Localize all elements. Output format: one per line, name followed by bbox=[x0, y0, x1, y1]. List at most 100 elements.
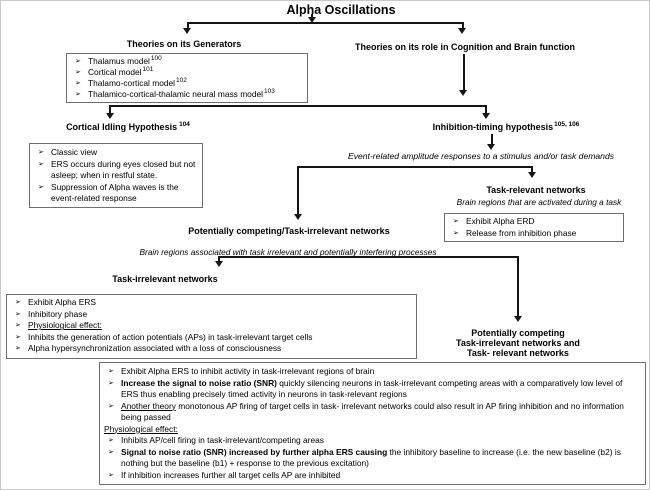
arrow-down-icon bbox=[459, 90, 467, 96]
arrow-bullet-icon: ➢ bbox=[108, 368, 114, 375]
list-item-text: Release from inhibition phase bbox=[466, 227, 577, 238]
arrow-bullet-icon: ➢ bbox=[108, 402, 114, 410]
list-item: ➢ If inhibition increases further all tar… bbox=[104, 470, 641, 482]
page-title: Alpha Oscillations bbox=[286, 3, 396, 17]
competing-heading: Potentially competing/Task-irrelevant ne… bbox=[188, 226, 390, 236]
inhibition-timing-heading-text: Inhibition-timing hypothesis bbox=[432, 122, 554, 132]
list-item-text: Exhibit Alpha ERS bbox=[28, 297, 96, 307]
arrow-bullet-icon: ➢ bbox=[453, 229, 459, 237]
connector-line bbox=[463, 54, 465, 91]
connector-line bbox=[187, 23, 189, 29]
list-item-text: Thalamico-cortical-thalamic neural mass … bbox=[88, 88, 275, 99]
generators-heading: Theories on its Generators bbox=[126, 39, 242, 49]
arrow-down-icon bbox=[482, 113, 490, 119]
list-item: ➢Signal to noise ratio (SNR) increased b… bbox=[104, 447, 641, 470]
arrow-bullet-icon: ➢ bbox=[15, 310, 21, 318]
list-item: ➢Physiological effect: bbox=[11, 320, 412, 332]
list-item-text: Thalamo-cortical model102 bbox=[88, 77, 187, 88]
cognition-heading: Theories on its role in Cognition and Br… bbox=[355, 42, 575, 52]
connector-line bbox=[491, 134, 493, 145]
arrow-down-icon bbox=[183, 28, 191, 34]
list-item-text: Alpha hypersynchronization associated wi… bbox=[28, 343, 282, 354]
arrow-down-icon bbox=[106, 113, 114, 119]
list-item-text: Signal to noise ratio (SNR) increased by… bbox=[121, 446, 621, 469]
list-item: ➢ Thalamico-cortical-thalamic neural mass… bbox=[71, 88, 303, 100]
arrow-bullet-icon: ➢ bbox=[15, 299, 21, 306]
connector-line bbox=[187, 22, 464, 24]
arrow-bullet-icon: ➢ bbox=[108, 379, 114, 387]
list-item-text: Physiological effect: bbox=[104, 423, 178, 434]
competing-note: Brain regions associated with task irrel… bbox=[139, 247, 437, 257]
connector-line bbox=[485, 106, 487, 114]
list-item: ➢ Inhibits the generation of action poten… bbox=[11, 332, 412, 344]
list-item: ➢ Classic view bbox=[34, 147, 198, 159]
list-item-text: Suppression of Alpha waves is the event-… bbox=[51, 181, 179, 204]
task-relevant-box: ➢ Exhibit Alpha ERD ➢ Release from inhibiti… bbox=[444, 213, 624, 242]
connector-line bbox=[109, 105, 487, 107]
arrow-down-icon bbox=[528, 172, 536, 178]
list-item-text: ERS occurs during eyes closed but not as… bbox=[51, 158, 196, 181]
connector-line bbox=[218, 257, 220, 262]
arrow-bullet-icon: ➢ bbox=[15, 333, 21, 341]
cortical-idling-box: ➢Classic view➢ERS occurs during eyes clo… bbox=[29, 143, 203, 208]
list-item: ➢ Thalamus model100 bbox=[71, 55, 303, 67]
arrow-down-icon bbox=[458, 28, 466, 34]
arrow-bullet-icon: ➢ bbox=[75, 91, 81, 98]
list-item-text: Exhibit Alpha ERD bbox=[466, 216, 535, 226]
arrow-down-icon bbox=[487, 144, 495, 150]
list-item: ➢ Exhibit Alpha ERS bbox=[11, 297, 412, 309]
connector-line bbox=[218, 256, 519, 258]
list-item: ➢ Inhibitory phase bbox=[11, 309, 412, 321]
arrow-bullet-icon: ➢ bbox=[75, 80, 81, 87]
list-item: ➢Increase the signal to noise ratio (SNR… bbox=[104, 378, 641, 401]
potentially-competing-line3: Task- relevant networks bbox=[467, 348, 569, 358]
potentially-competing-line2: Task-irrelevant networks and bbox=[456, 338, 580, 348]
list-item: ➢ Thalamo-cortical model102 bbox=[71, 77, 303, 89]
arrow-down-icon bbox=[294, 214, 302, 220]
list-item: ➢ERS occurs during eyes closed but not a… bbox=[34, 159, 198, 182]
connector-line bbox=[462, 23, 464, 29]
inhibition-timing-heading: Inhibition-timing hypothesis105, 106 bbox=[432, 121, 580, 132]
list-item: ➢ Exhibit Alpha ERS to inhibit activity i… bbox=[104, 366, 641, 378]
arrow-bullet-icon: ➢ bbox=[108, 437, 114, 444]
arrow-down-icon bbox=[308, 17, 316, 23]
task-irrelevant-box: ➢ Exhibit Alpha ERS ➢ Inhibitory phase➢Phys… bbox=[6, 294, 417, 359]
arrow-bullet-icon: ➢ bbox=[75, 58, 81, 65]
cortical-idling-heading-text: Cortical Idling Hypothesis bbox=[66, 122, 178, 132]
generators-box: ➢ Thalamus model100 ➢ Cortical model101 ➢ Tha… bbox=[66, 53, 308, 103]
list-item-text: Inhibitory phase bbox=[28, 308, 88, 319]
event-note: Event-related amplitude responses to a s… bbox=[347, 151, 615, 161]
list-item: ➢ Cortical model101 bbox=[71, 66, 303, 78]
list-item-text: If inhibition increases further all targ… bbox=[121, 469, 341, 480]
arrow-bullet-icon: ➢ bbox=[38, 149, 44, 156]
potentially-competing-line1: Potentially competing bbox=[471, 328, 565, 338]
list-item-text: Exhibit Alpha ERS to inhibit activity in… bbox=[121, 366, 375, 376]
list-item-text: Cortical model101 bbox=[88, 66, 154, 77]
arrow-bullet-icon: ➢ bbox=[38, 183, 44, 191]
list-item-text: Another theory monotonous AP firing of t… bbox=[121, 400, 624, 423]
list-item-text: Classic view bbox=[51, 147, 98, 157]
arrow-bullet-icon: ➢ bbox=[15, 345, 21, 353]
connector-line bbox=[297, 166, 533, 168]
cortical-idling-ref: 104 bbox=[179, 121, 190, 128]
inhibition-timing-ref: 105, 106 bbox=[554, 121, 580, 128]
potentially-competing-heading: Potentially competing Task-irrelevant ne… bbox=[456, 328, 580, 358]
list-item: ➢ Release from inhibition phase bbox=[449, 228, 619, 240]
task-relevant-note: Brain regions that are activated during … bbox=[456, 197, 622, 207]
arrow-bullet-icon: ➢ bbox=[15, 322, 21, 330]
list-item-text: Inhibits AP/cell firing in task-irreleva… bbox=[121, 435, 324, 445]
task-relevant-heading: Task-relevant networks bbox=[486, 185, 586, 195]
arrow-bullet-icon: ➢ bbox=[453, 218, 459, 225]
connector-line bbox=[531, 167, 533, 173]
list-item-text: Thalamus model100 bbox=[88, 55, 162, 66]
arrow-bullet-icon: ➢ bbox=[75, 69, 81, 76]
connector-line bbox=[311, 14, 313, 18]
arrow-bullet-icon: ➢ bbox=[108, 471, 114, 479]
connector-line bbox=[297, 167, 299, 215]
list-item: ➢ Exhibit Alpha ERD bbox=[449, 216, 619, 228]
arrow-down-icon bbox=[215, 261, 223, 267]
arrow-down-icon bbox=[514, 316, 522, 322]
list-item-text: Inhibits the generation of action potent… bbox=[28, 331, 313, 342]
list-item: ➢ Inhibits AP/cell firing in task-irrelev… bbox=[104, 435, 641, 447]
